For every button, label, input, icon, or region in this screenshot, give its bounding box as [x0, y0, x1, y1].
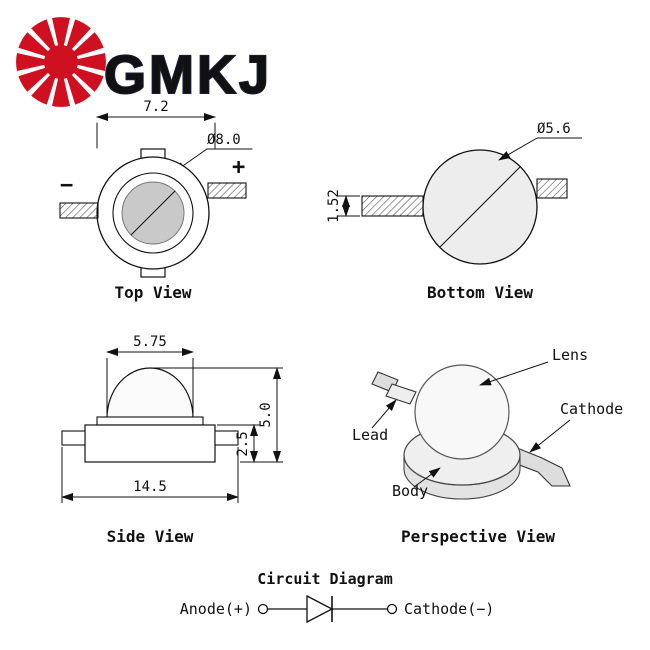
bottom-view-label: Bottom View — [427, 283, 533, 302]
lens-callout-label: Lens — [552, 346, 588, 364]
side-lead-right — [214, 430, 239, 446]
perspective-view-label: Perspective View — [401, 527, 555, 546]
top-minus-sign: − — [60, 173, 73, 198]
sunburst-logo-icon — [16, 17, 106, 107]
diode-symbol-icon — [306, 594, 334, 624]
side-dome-dim: 5.75 — [133, 334, 167, 350]
perspective-view: Lens Cathode Lead Body Perspective View — [352, 346, 623, 546]
bottom-lead-left — [361, 195, 424, 217]
cathode-callout-label: Cathode — [560, 400, 623, 418]
cathode-terminal-icon — [386, 603, 398, 615]
circuit-title: Circuit Diagram — [257, 570, 392, 588]
top-view-diameter-dim: Ø8.0 — [207, 132, 241, 148]
side-body-dim: 2.5 — [235, 431, 251, 456]
side-height-dim: 5.0 — [258, 402, 274, 427]
side-body — [84, 424, 216, 463]
bottom-diameter-dim: Ø5.6 — [537, 121, 571, 137]
bottom-lead-right — [536, 178, 568, 199]
top-lead-negative — [59, 202, 99, 219]
circuit-anode-label: Anode(+) — [180, 600, 252, 618]
body-callout-label: Body — [392, 482, 428, 500]
anode-terminal-icon — [257, 603, 269, 615]
circuit-cathode-label: Cathode(−) — [404, 600, 494, 618]
top-view: 7.2 Ø8.0 − + Top View — [59, 99, 253, 302]
circuit-diagram: Circuit Diagram Anode(+) Cathode(−) — [180, 570, 494, 624]
perspective-lead-tab2 — [385, 383, 417, 405]
logo-text: GMKJ — [104, 45, 272, 105]
side-lead-left — [61, 430, 86, 446]
bottom-lead-dim: 1.52 — [326, 189, 342, 223]
top-plus-sign: + — [232, 155, 245, 180]
side-view-label: Side View — [107, 527, 194, 546]
gmkj-logo: GMKJ — [16, 17, 272, 107]
bottom-view: Ø5.6 1.52 Bottom View — [326, 121, 582, 302]
side-base-dim: 14.5 — [133, 479, 167, 495]
top-view-label: Top View — [114, 283, 191, 302]
side-top-lip — [96, 416, 204, 426]
side-dome — [106, 367, 194, 419]
top-view-width-dim: 7.2 — [143, 99, 168, 115]
top-lead-positive — [207, 182, 247, 199]
side-view: 5.75 2.5 5.0 14.5 Side View — [61, 334, 283, 546]
lead-callout-label: Lead — [352, 426, 388, 444]
perspective-lens — [414, 364, 510, 460]
